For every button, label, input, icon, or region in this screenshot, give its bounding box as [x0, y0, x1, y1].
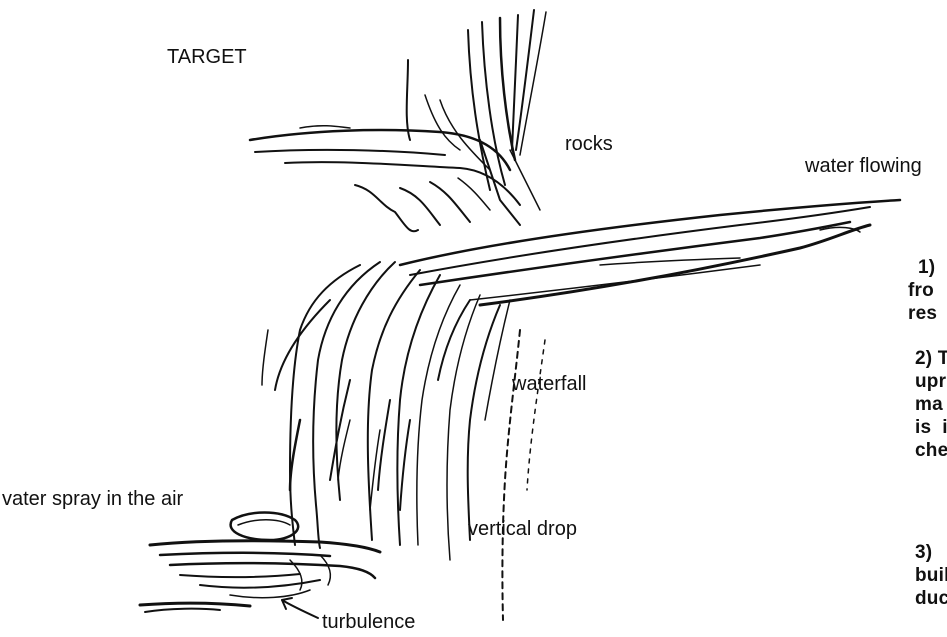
side-text-line: che	[915, 437, 947, 464]
label-waterfall: waterfall	[512, 374, 586, 394]
spray-turbulence-drawing	[140, 513, 380, 613]
label-rocks: rocks	[565, 134, 613, 154]
side-text-line: res	[908, 300, 937, 327]
label-target: TARGET	[167, 47, 247, 67]
turbulence-arrow	[282, 598, 318, 618]
label-water-spray: vater spray in the air	[2, 489, 183, 509]
rocks-drawing	[250, 10, 546, 231]
label-vertical-drop: vertical drop	[468, 519, 577, 539]
label-water-flowing: water flowing	[805, 156, 922, 176]
label-turbulence: turbulence	[322, 612, 415, 632]
side-text-line: duc	[915, 585, 947, 612]
water-flow-drawing	[400, 200, 900, 305]
waterfall-drawing	[262, 262, 510, 560]
